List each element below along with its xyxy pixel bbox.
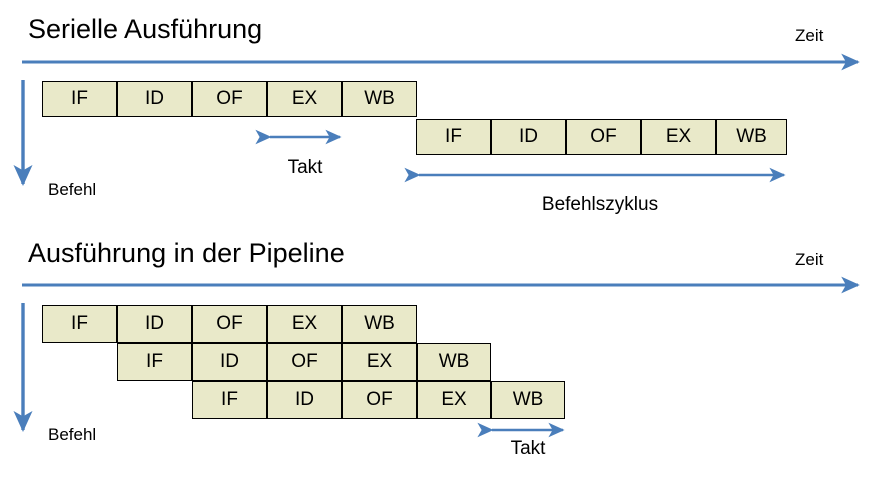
pipeline-takt-caption: Takt bbox=[510, 438, 546, 459]
instruction-axis-label-serial: Befehl bbox=[48, 180, 97, 199]
serial-row-0-stage-1: ID bbox=[117, 81, 192, 117]
section-title-serial: Serielle Ausführung bbox=[28, 14, 263, 44]
pipeline-row-0-stage-2: OF bbox=[192, 305, 267, 343]
pipeline-row-2-stage-3: EX bbox=[417, 381, 491, 419]
pipeline-row-2-stage-2: OF bbox=[342, 381, 417, 419]
pipeline-row-0-stage-1: ID bbox=[117, 305, 192, 343]
pipeline-row-0-stage-0: IF bbox=[42, 305, 117, 343]
pipeline-row-1-stage-0: IF bbox=[117, 343, 192, 381]
serial-row-1-stage-4: WB bbox=[716, 119, 787, 155]
serial-row-1-stage-2: OF bbox=[566, 119, 641, 155]
pipeline-row-2-stage-0: IF bbox=[192, 381, 267, 419]
serial-row-1-stage-1: ID bbox=[491, 119, 566, 155]
time-axis-label-serial: Zeit bbox=[795, 26, 824, 45]
pipeline-row-1-stage-3: EX bbox=[342, 343, 417, 381]
time-axis-label-pipeline: Zeit bbox=[795, 250, 824, 269]
instruction-axis-label-pipeline: Befehl bbox=[48, 425, 97, 444]
pipeline-row-0-stage-4: WB bbox=[342, 305, 417, 343]
serial-row-1-stage-3: EX bbox=[641, 119, 716, 155]
pipeline-row-1-stage-2: OF bbox=[267, 343, 342, 381]
serial-takt-caption: Takt bbox=[287, 157, 323, 178]
serial-row-0-stage-0: IF bbox=[42, 81, 117, 117]
pipeline-row-1-stage-1: ID bbox=[192, 343, 267, 381]
pipeline-row-1-stage-4: WB bbox=[417, 343, 491, 381]
serial-befehlszyklus-caption: Befehlszyklus bbox=[541, 194, 659, 215]
pipeline-row-2-stage-1: ID bbox=[267, 381, 342, 419]
serial-row-0-stage-4: WB bbox=[342, 81, 417, 117]
pipeline-row-0-stage-3: EX bbox=[267, 305, 342, 343]
serial-row-0-stage-2: OF bbox=[192, 81, 267, 117]
pipeline-row-2-stage-4: WB bbox=[491, 381, 565, 419]
section-title-pipeline: Ausführung in der Pipeline bbox=[28, 238, 345, 268]
serial-row-0-stage-3: EX bbox=[267, 81, 342, 117]
serial-row-1-stage-0: IF bbox=[416, 119, 491, 155]
